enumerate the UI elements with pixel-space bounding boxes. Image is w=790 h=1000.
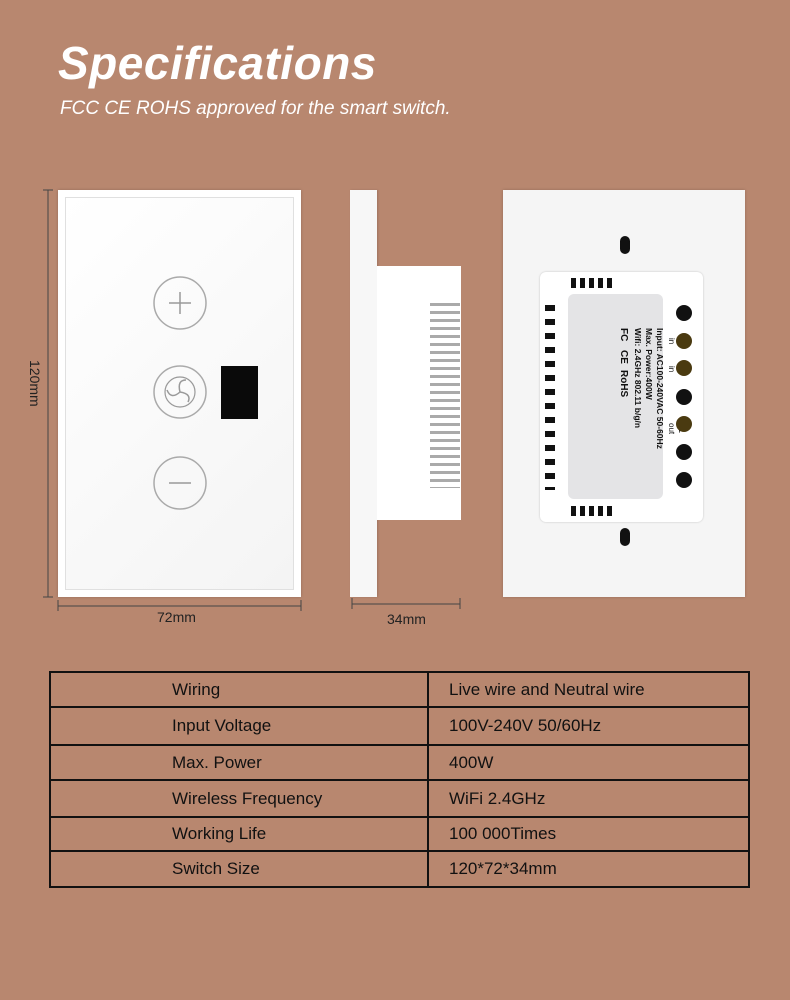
label-terminal-l-dir: in (667, 366, 676, 372)
depth-dimension: 34mm (387, 611, 426, 627)
plus-icon (153, 276, 207, 330)
spec-label-cell: Switch Size (49, 850, 429, 888)
ce-mark: CE (618, 350, 629, 364)
label-power: Max. Power:400W (644, 328, 654, 401)
sensor-window (221, 366, 258, 419)
label-terminal-n-dir: in (667, 338, 676, 344)
side-view (350, 190, 461, 597)
front-view (58, 190, 301, 597)
width-dimension: 72mm (157, 609, 196, 625)
label-input: Input: AC100-240VAC 50-60Hz (655, 328, 665, 449)
spec-label-cell: Wiring (49, 671, 429, 708)
fan-icon (153, 365, 207, 419)
page-subtitle: FCC CE ROHS approved for the smart switc… (60, 98, 451, 119)
label-terminal-l1-dir: out (667, 423, 676, 435)
terminal-screws (676, 305, 692, 488)
spec-label-cell: Input Voltage (49, 706, 429, 746)
spec-value-cell: 120*72*34mm (427, 850, 750, 888)
spec-value-cell: Live wire and Neutral wire (427, 671, 750, 708)
spec-value-cell: 100 000Times (427, 816, 750, 852)
spec-label-cell: Wireless Frequency (49, 779, 429, 818)
spec-value-cell: WiFi 2.4GHz (427, 779, 750, 818)
spec-label-cell: Working Life (49, 816, 429, 852)
spec-label (568, 294, 663, 499)
label-wifi: Wifi: 2.4GHz 802.11 b/g/n (633, 328, 643, 428)
minus-icon (153, 456, 207, 510)
spec-value-cell: 100V-240V 50/60Hz (427, 706, 750, 746)
spec-value-cell: 400W (427, 744, 750, 781)
fcc-mark: FC (618, 328, 629, 341)
height-dimension: 120mm (27, 360, 43, 407)
page-title: Specifications (58, 37, 377, 89)
spec-label-cell: Max. Power (49, 744, 429, 781)
rohs-mark: RoHS (618, 370, 629, 398)
back-view: N in L in L1 out Input: AC100-240VAC 50-… (503, 190, 745, 597)
